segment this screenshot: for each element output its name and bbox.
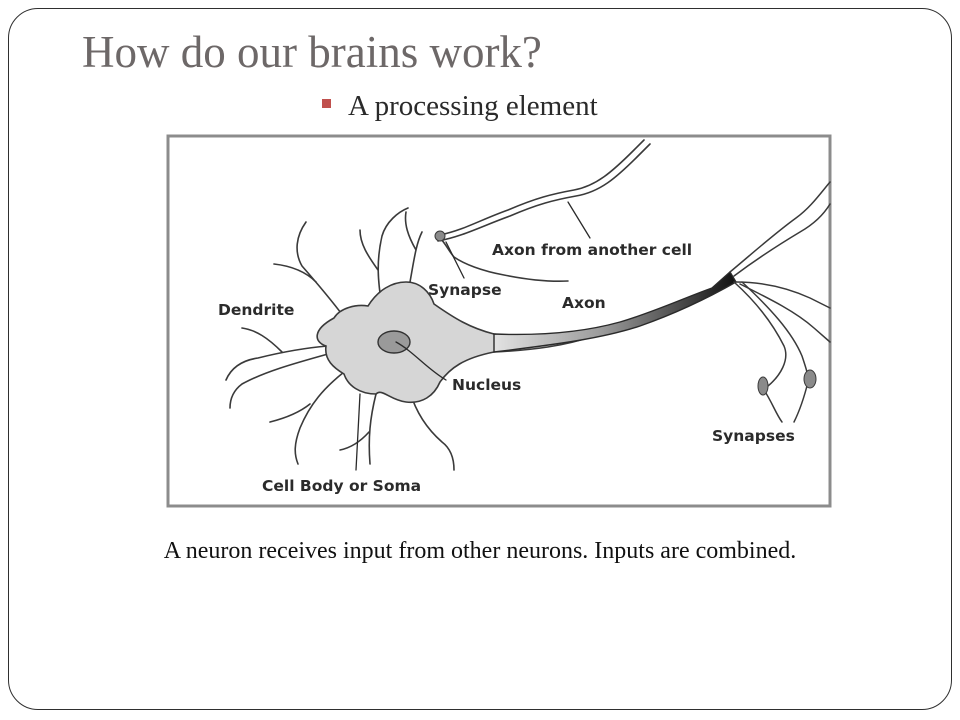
label-axon: Axon [562,294,606,312]
bullet-text: A processing element [348,90,598,122]
label-cell-body: Cell Body or Soma [262,477,421,495]
axon-from-another-cell-line-upper [439,139,645,236]
dendrite-lower [339,393,377,465]
synapse-stalk [439,237,569,282]
label-axon-from-another-cell: Axon from another cell [492,241,692,259]
slide-title: How do our brains work? [82,27,542,77]
axon-terminal-upper [729,181,831,273]
axon-from-another-cell-line-lower [437,143,651,242]
synapse-knob-right [803,369,817,389]
dendrite-lower-right [409,391,455,471]
leader-synapse [445,241,465,279]
leader-cell-body [355,393,361,471]
diagram-frame [166,134,832,508]
label-dendrite: Dendrite [218,301,294,319]
bullet-square-icon [322,99,331,108]
synapse-knob-top [434,230,446,242]
cell-body-soma [316,281,595,404]
dendrite-lower-left [269,371,345,465]
axon-terminal-down-left [733,281,787,387]
bullet-item: A processing element [322,90,598,123]
dendrite-upper-right [404,211,423,283]
label-synapse: Synapse [428,281,502,299]
axon-terminal-mid [735,281,831,309]
nucleus [377,330,411,354]
dendrite-left [225,327,329,381]
dendrite-far-left [229,353,329,409]
leader-axon-from-another-cell [567,201,591,239]
neuron-diagram: Axon from another cell Synapse Axon Dend… [166,134,832,508]
label-nucleus: Nucleus [452,376,521,394]
slide-caption: A neuron receives input from other neuro… [163,538,797,564]
leader-nucleus [395,341,447,381]
synapse-knob-left [757,376,769,396]
label-synapses: Synapses [712,427,795,445]
axon-terminal-upper-b [733,203,831,277]
